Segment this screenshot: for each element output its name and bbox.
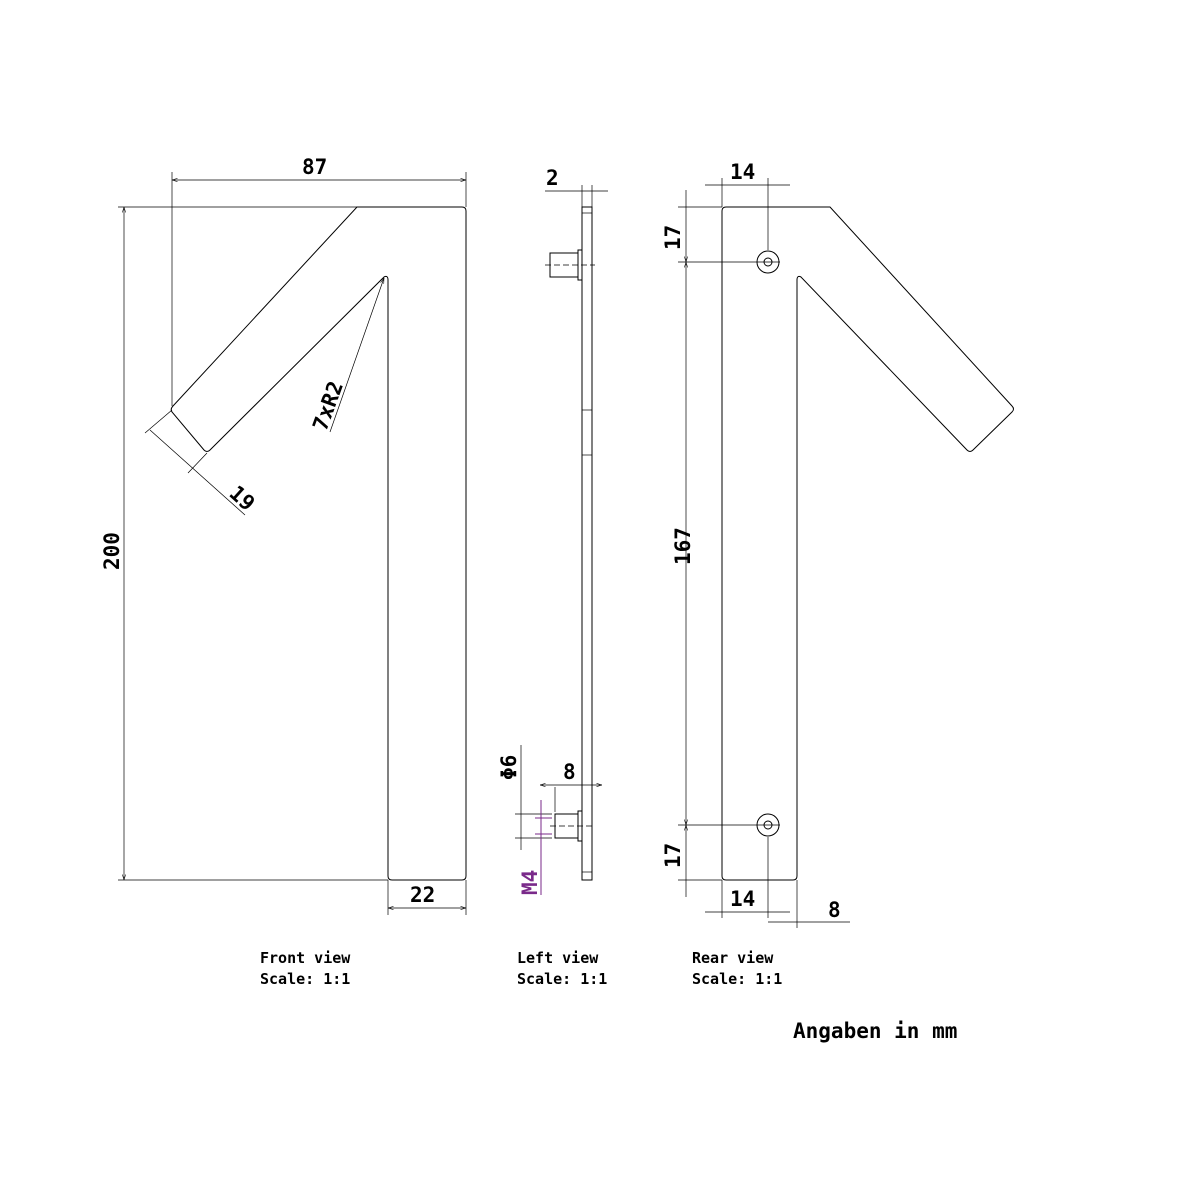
units-note: Angaben in mm [793, 1019, 957, 1043]
dim-hole-spacing: 167 [671, 527, 695, 565]
dim-thread: M4 [518, 870, 542, 895]
stud-top [545, 249, 595, 281]
dim-edge: 8 [828, 898, 841, 922]
ext-line [144, 409, 173, 434]
dim-width: 87 [302, 155, 327, 179]
dim-hole-x-top: 14 [730, 160, 755, 184]
dim-stroke-width: 19 [225, 481, 260, 516]
dim-hole-x-bottom: 14 [730, 887, 755, 911]
rear-outline [721, 206, 1014, 881]
dim-bottom-offset: 17 [661, 843, 685, 868]
dim-line-19 [149, 429, 246, 516]
front-view-caption: Front view [260, 949, 351, 967]
front-view-scale: Scale: 1:1 [260, 970, 350, 988]
dim-top-offset: 17 [661, 225, 685, 250]
rear-view-scale: Scale: 1:1 [692, 970, 782, 988]
plate-side [581, 206, 593, 881]
leader-radius [329, 278, 385, 433]
stud-bottom [550, 810, 595, 842]
rear-view: 17 167 17 14 14 8 Rear view Scale: 1:1 [661, 160, 1014, 988]
front-view: 87 200 19 7xR2 22 Front view Scale: 1:1 [100, 155, 467, 988]
left-view: 2 8 Φ6 M4 Left view Scale: 1:1 [497, 166, 608, 988]
rear-view-caption: Rear view [692, 949, 774, 967]
dim-foot: 22 [410, 883, 435, 907]
front-outline [170, 206, 467, 881]
dim-height: 200 [100, 532, 124, 570]
dim-stud-length: 8 [563, 760, 576, 784]
dim-diameter: Φ6 [497, 755, 521, 780]
dim-radius: 7xR2 [308, 378, 348, 434]
left-view-scale: Scale: 1:1 [517, 970, 607, 988]
left-view-caption: Left view [517, 949, 599, 967]
dim-thickness: 2 [546, 166, 559, 190]
ext-line [187, 452, 208, 474]
